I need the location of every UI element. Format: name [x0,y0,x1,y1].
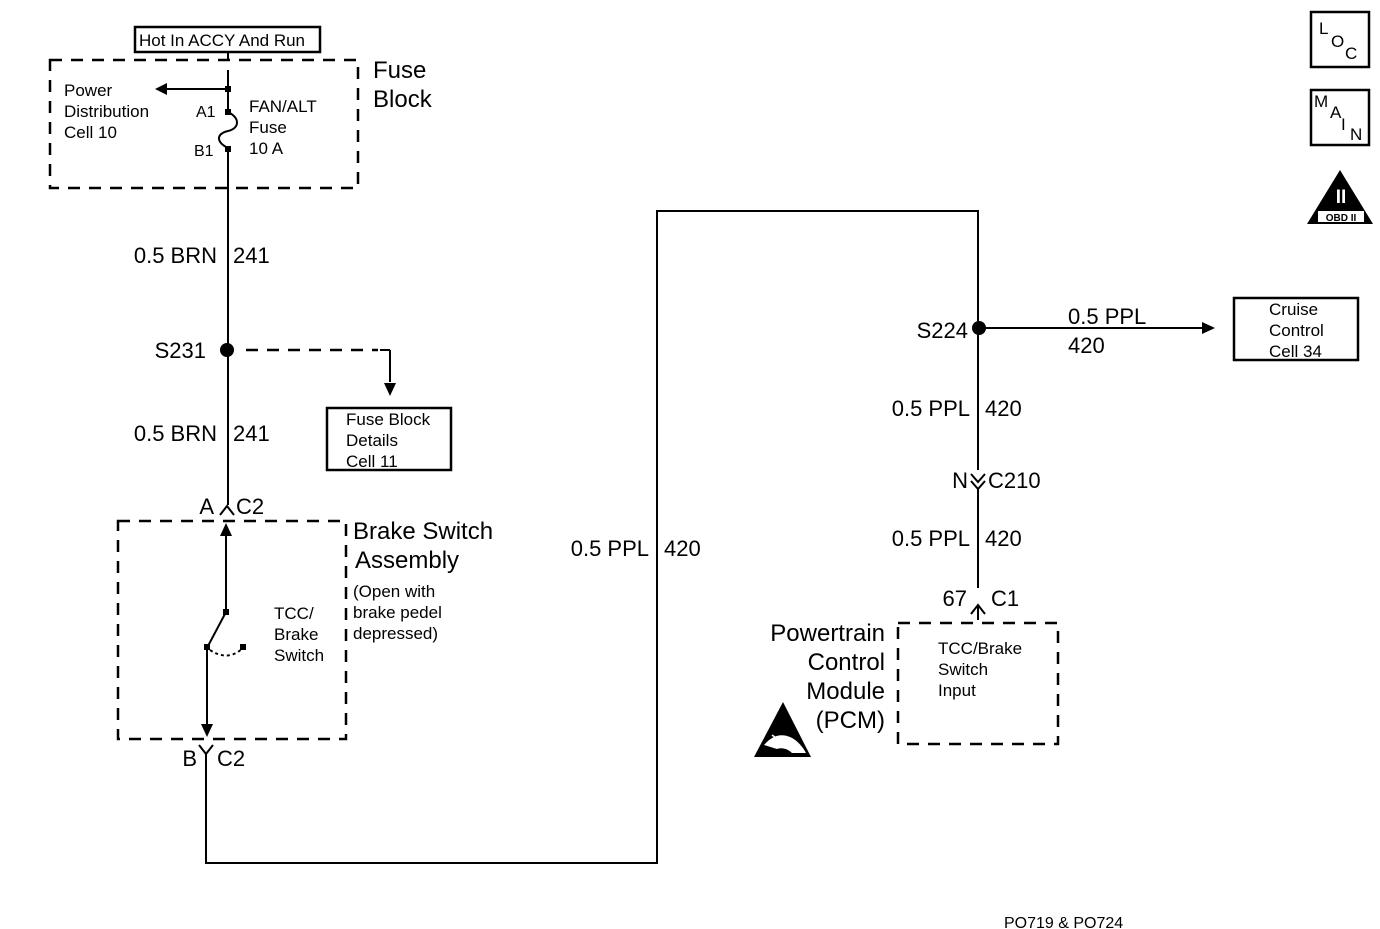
splice-label: S231 [155,338,206,363]
pcm-name: Module [806,678,885,705]
brake-switch-note: depressed) [353,624,438,643]
arrow-down-icon [384,383,396,396]
fuse-icon [218,111,238,149]
fuse-details-ref: Cell 11 [346,452,398,471]
arrow-up-icon [220,523,232,536]
loc-icon[interactable]: L O C [1309,10,1371,69]
pcm-input-label: TCC/Brake [938,639,1022,658]
wire-gauge: 0.5 BRN [134,421,217,446]
wire-gauge: 0.5 BRN [134,243,217,268]
fuse-block-outline [48,58,360,190]
power-distribution-ref: Distribution [64,102,149,121]
connector-pin: A [199,494,214,519]
splice-s231 [220,343,234,357]
wire-241: 0.5 BRN 241 0.5 BRN 241 S231 Fuse Block … [134,150,453,505]
wire-420: 0.5 PPL 420 S224 0.5 PPL 420 Cruise Cont… [205,210,1360,864]
hot-label-box [133,25,322,54]
switch-blade [207,611,227,647]
wire-circuit: 420 [985,396,1022,421]
svg-text:N: N [1350,125,1362,144]
wire-gauge: 0.5 PPL [892,526,970,551]
splice-label: S224 [917,318,968,343]
connector-c2-top-icon [219,504,235,516]
svg-text:II: II [1336,187,1347,208]
switch-label: TCC/ [274,604,314,623]
brake-switch-outline [116,519,348,741]
main-icon[interactable]: M A I N [1309,88,1371,147]
pin-b1: B1 [194,143,214,160]
pin-a1: A1 [196,104,216,121]
wire-circuit: 420 [664,536,701,561]
cruise-control-ref: Control [1269,321,1324,340]
power-distribution-ref: Cell 10 [64,123,117,142]
cruise-control-ref: Cruise [1269,300,1318,319]
wire-circuit: 420 [985,526,1022,551]
fuse-label: Fuse [249,118,287,137]
brake-switch-title: Brake Switch [353,518,493,545]
fuse-label: FAN/ALT [249,97,317,116]
arrow-left-icon [155,83,167,95]
svg-text:M: M [1314,92,1328,111]
obd-ii-icon: II OBD II [1307,170,1373,224]
brake-switch-note: (Open with [353,582,435,601]
fuse-details-box [325,406,453,472]
switch-label: Brake [274,625,318,644]
wire-circuit: 241 [233,421,270,446]
svg-text:C: C [1345,44,1357,63]
hot-label: Hot In ACCY And Run [139,31,305,50]
wire-circuit: 420 [1068,333,1105,358]
wire-circuit: 241 [233,243,270,268]
fuse-label: 10 A [249,139,284,158]
power-distribution-ref: Power [64,81,113,100]
brake-switch-title: Assembly [355,547,459,574]
diagnostic-codes: PO719 & PO724 [1004,915,1123,929]
connector-label: C1 [991,586,1019,611]
wire-gauge: 0.5 PPL [571,536,649,561]
arrow-down-icon [201,724,213,737]
pcm-name: Control [808,649,885,676]
pcm-outline [896,621,1060,746]
splice-s224 [972,321,986,335]
pcm-name: Powertrain [770,620,885,647]
connector-c210-icon [970,473,986,491]
pcm-name: (PCM) [816,707,885,734]
wire-gauge: 0.5 PPL [892,396,970,421]
wire-gauge: 0.5 PPL [1068,304,1146,329]
pcm-input-label: Input [938,681,976,700]
connector-pin: 67 [943,586,967,611]
svg-text:OBD II: OBD II [1326,213,1357,224]
connector-label: C2 [217,746,245,771]
brake-switch-note: brake pedel [353,603,442,622]
svg-text:L: L [1319,19,1328,38]
svg-text:A: A [1330,103,1342,122]
fuse-details-ref: Fuse Block [346,410,431,429]
arrow-right-icon [1202,322,1215,334]
fuse-block: Hot In ACCY And Run Fuse Block Power Dis… [48,25,433,190]
connector-c2-bottom-icon [198,744,214,756]
fuse-block-title: Fuse [373,57,426,84]
cruise-control-box [1232,296,1360,362]
pcm: Powertrain Control Module (PCM) TCC/Brak… [754,620,1060,757]
fuse-details-ref: Details [346,431,398,450]
svg-text:O: O [1331,32,1344,51]
cruise-control-ref: Cell 34 [1269,342,1322,361]
connector-label: C2 [236,494,264,519]
connector-pin: N [952,468,968,493]
fuse-block-title: Block [373,86,433,113]
esd-warning-icon [754,702,811,757]
connector-label: C210 [988,468,1041,493]
switch-label: Switch [274,646,324,665]
connector-pin: B [182,746,197,771]
pcm-input-label: Switch [938,660,988,679]
svg-text:I: I [1341,115,1346,134]
brake-switch-assembly: A C2 Brake Switch Assembly (Open with br… [116,494,493,771]
